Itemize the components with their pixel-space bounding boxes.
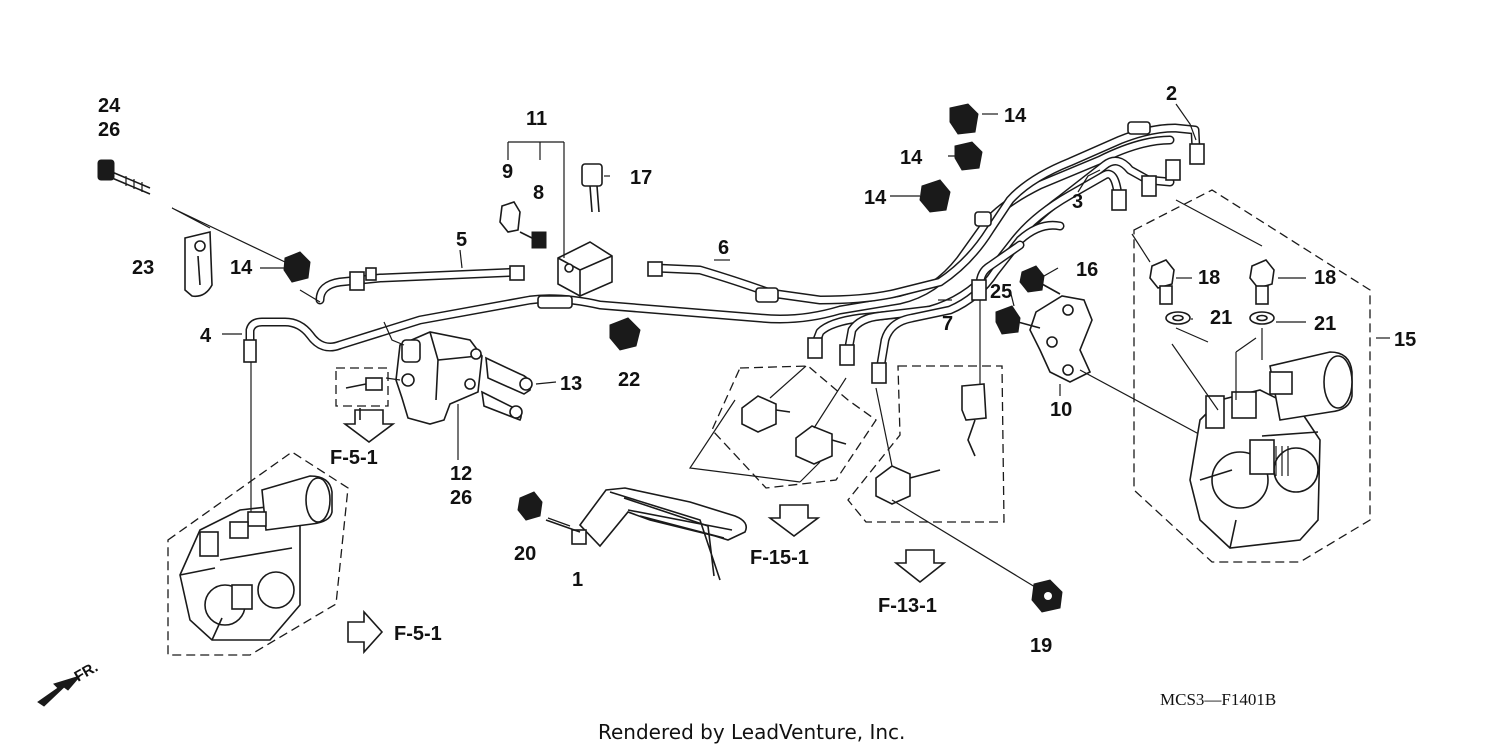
- front-direction-arrow: [37, 675, 82, 707]
- clip-22: [609, 317, 641, 351]
- valve-12: [395, 331, 483, 425]
- junction-block-b: [795, 425, 847, 465]
- modulator-left: [179, 475, 333, 641]
- ref-label-f51a: F-5-1: [330, 447, 378, 469]
- part-label-21b: 21: [1314, 313, 1336, 335]
- bracket-1: [545, 487, 748, 581]
- bracket-23: [184, 230, 213, 298]
- part-label-3: 3: [1072, 191, 1083, 213]
- credit-text: Rendered by LeadVenture, Inc.: [598, 720, 905, 744]
- leader-lines: [222, 103, 1306, 396]
- ref-label-f51b: F-5-1: [394, 623, 442, 645]
- ref-arrow-f51-right: [347, 609, 384, 655]
- clip-14b: [949, 103, 979, 135]
- nut-19: [1031, 579, 1063, 613]
- part-label-14a: 14: [230, 257, 253, 279]
- part-label-23: 23: [132, 257, 154, 279]
- bolt-24: [97, 159, 151, 195]
- bolt-16: [1019, 265, 1061, 295]
- junction-block-c: [875, 465, 941, 505]
- part-label-11: 11: [526, 108, 547, 130]
- part-label-7: 7: [942, 313, 953, 335]
- clip-14a: [283, 251, 311, 283]
- junction-block-a: [741, 395, 791, 433]
- part-label-15: 15: [1394, 329, 1416, 351]
- part-label-17: 17: [630, 167, 652, 189]
- part-label-2: 2: [1166, 83, 1177, 105]
- part-label-14d: 14: [864, 187, 887, 209]
- pipe-bracket: [961, 383, 987, 457]
- pipe-sleeves: [537, 121, 1151, 309]
- part-label-1: 1: [572, 569, 583, 591]
- part-label-20: 20: [514, 543, 536, 565]
- part-label-12: 12: [450, 463, 472, 485]
- part-label-14b: 14: [1004, 105, 1027, 127]
- part-label-18a: 18: [1198, 267, 1220, 289]
- ref-arrow-f131: [893, 549, 947, 584]
- part-label-4: 4: [200, 325, 212, 347]
- ref-arrow-f51-down: [342, 409, 396, 443]
- bleeder-screw: [345, 377, 383, 391]
- bolt-25: [995, 305, 1041, 335]
- part-label-5: 5: [456, 229, 467, 251]
- washer-21b: [1249, 311, 1275, 325]
- part-label-9: 9: [502, 161, 513, 183]
- part-label-8: 8: [533, 182, 544, 204]
- part-label-13: 13: [560, 373, 582, 395]
- bolt-17: [581, 163, 603, 213]
- ref-label-f151: F-15-1: [750, 547, 809, 569]
- nut-20: [517, 491, 543, 521]
- ref-label-f131: F-13-1: [878, 595, 937, 617]
- part-number-labels: 1 2 3 4 5 6 7 8 9 10 11 12 13 14 14 14 1…: [98, 83, 1416, 657]
- plate-10: [1029, 295, 1093, 383]
- bolt-13: [480, 356, 533, 422]
- part-label-14c: 14: [900, 147, 923, 169]
- bolt-18b: [1249, 259, 1275, 305]
- clip-14d: [919, 179, 951, 213]
- part-label-24: 24: [98, 95, 121, 117]
- bolt-18a: [1149, 259, 1175, 305]
- modulator-15: [1189, 351, 1353, 549]
- part-label-6: 6: [718, 237, 729, 259]
- washer-21a: [1165, 311, 1191, 325]
- pipe-fittings: [243, 143, 1205, 384]
- part-label-19: 19: [1030, 635, 1052, 657]
- part-label-18b: 18: [1314, 267, 1336, 289]
- part-label-22: 22: [618, 369, 640, 391]
- clip-9: [499, 201, 521, 233]
- part-label-10: 10: [1050, 399, 1072, 421]
- part-label-21a: 21: [1210, 307, 1232, 329]
- part-label-26a: 26: [98, 119, 120, 141]
- ref-arrow-f151: [767, 504, 821, 537]
- part-label-25: 25: [990, 281, 1012, 303]
- fitting-8: [519, 231, 547, 249]
- reference-labels: F-5-1 F-5-1 F-15-1 F-13-1: [330, 447, 937, 645]
- part-label-16: 16: [1076, 259, 1098, 281]
- part-label-26b: 26: [450, 487, 472, 509]
- joint-block-11: [557, 241, 613, 297]
- diagram-code: MCS3—F1401B: [1160, 690, 1276, 709]
